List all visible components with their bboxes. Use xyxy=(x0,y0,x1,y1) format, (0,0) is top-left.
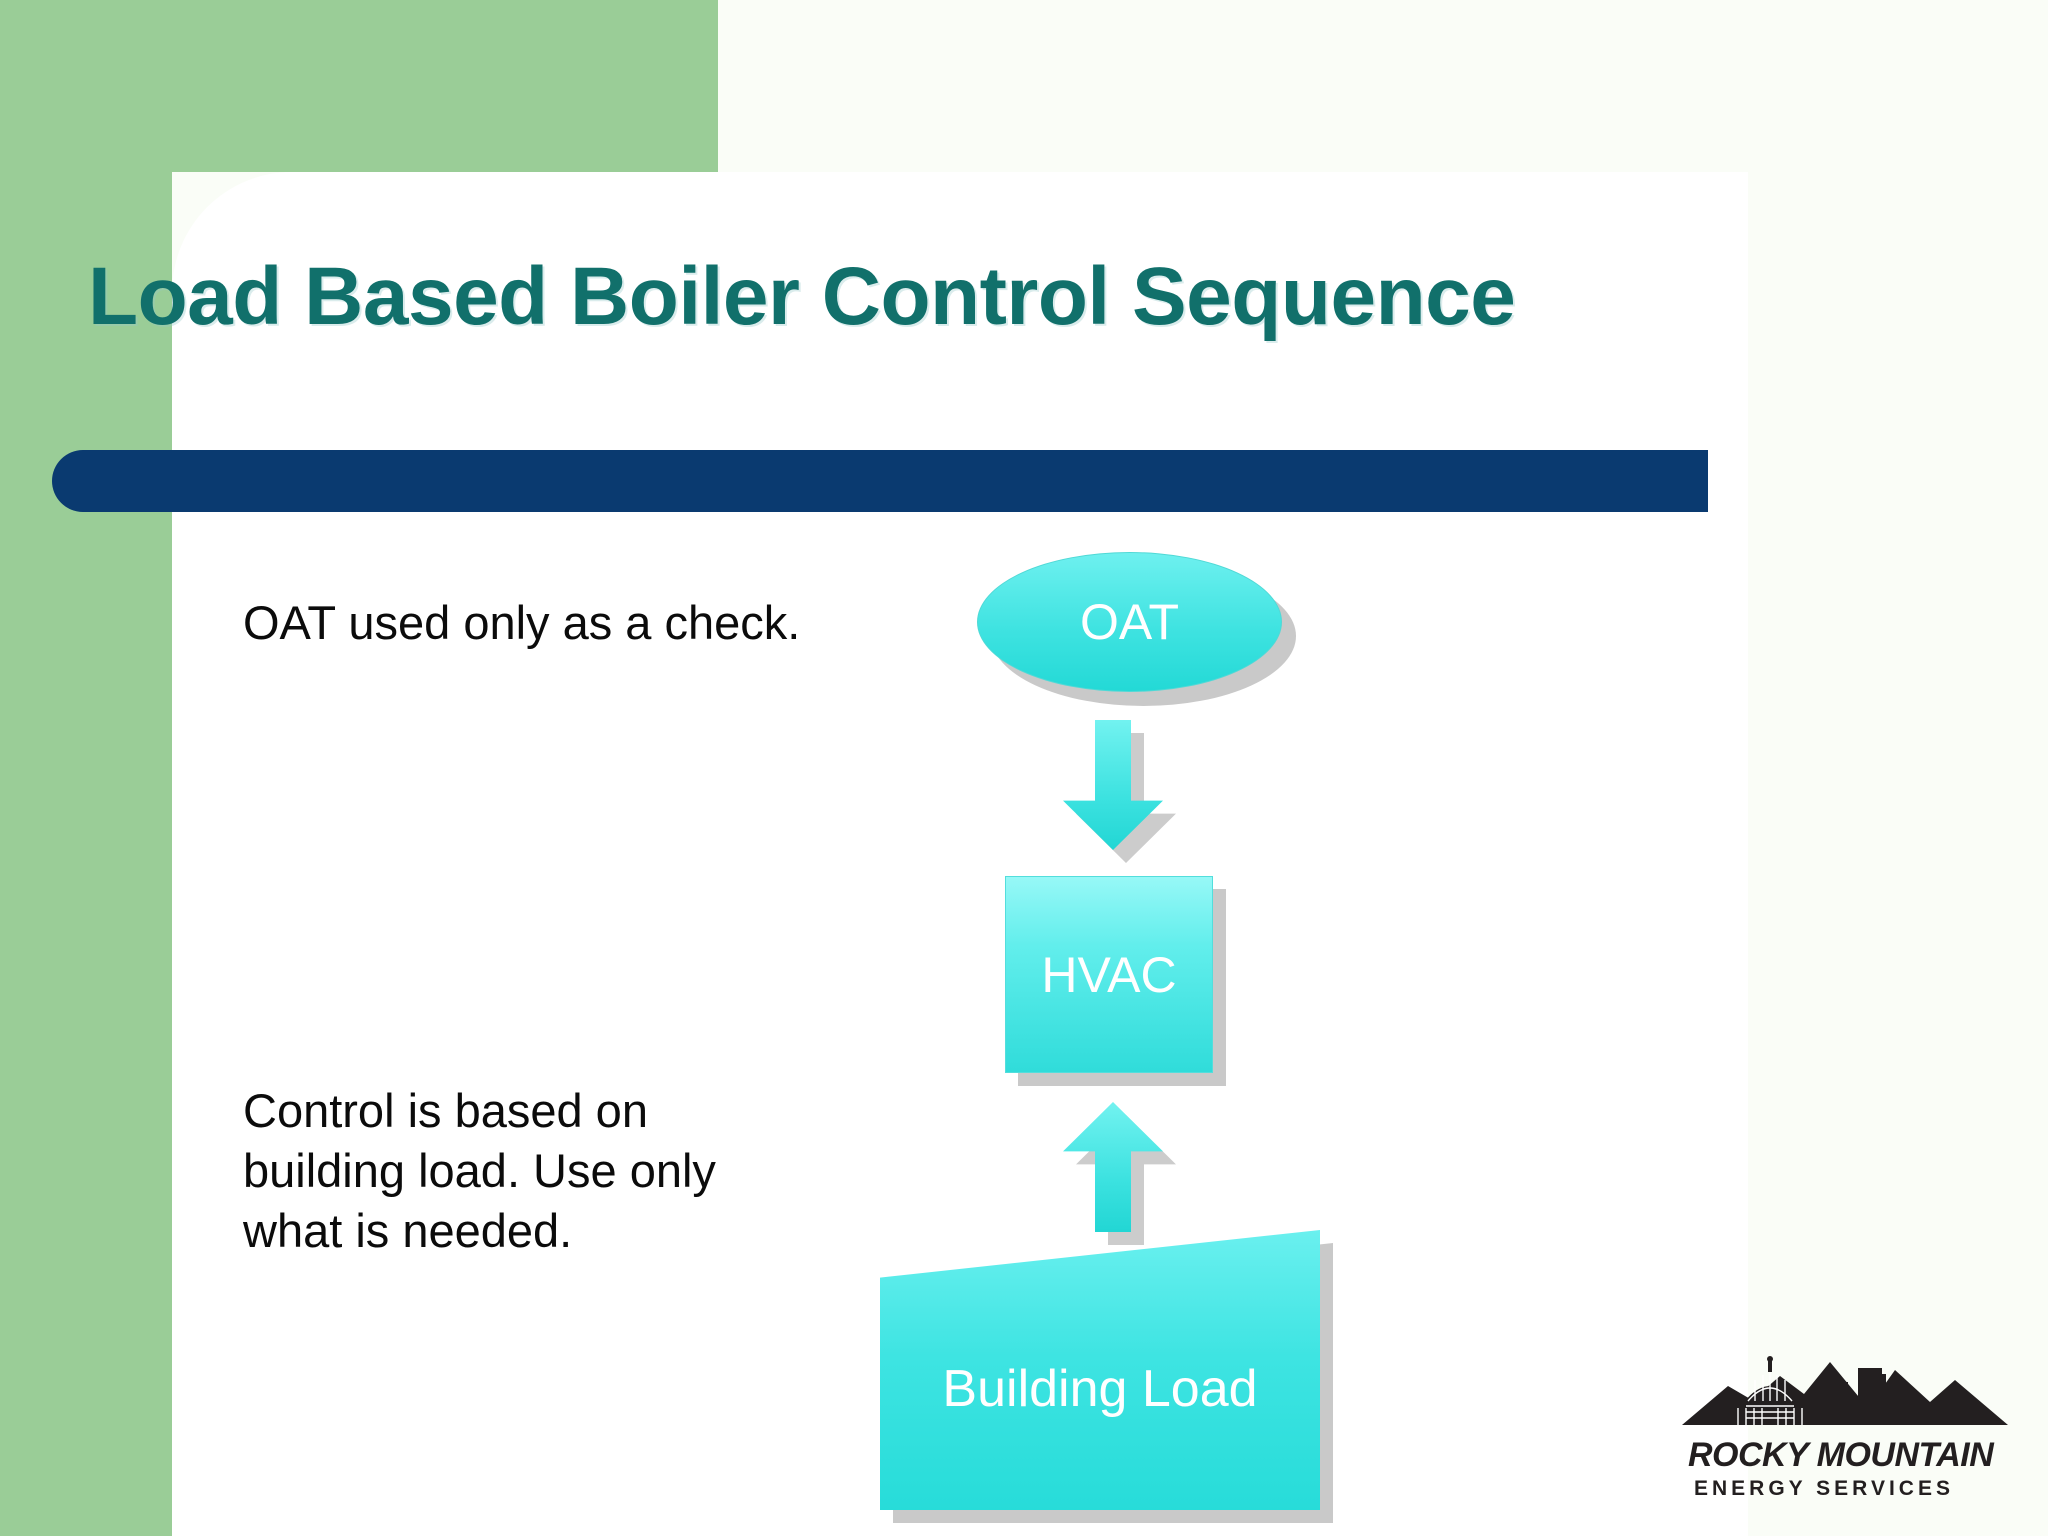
title-rule-bar xyxy=(52,450,1708,512)
diagram-node-hvac: HVAC xyxy=(1005,876,1226,1086)
city-towers xyxy=(1818,1368,1886,1425)
oat-ellipse: OAT xyxy=(977,552,1282,692)
logo-wordmark-primary: ROCKY MOUNTAIN xyxy=(1688,1436,1995,1474)
oat-note-text: OAT used only as a check. xyxy=(243,596,801,649)
diagram-node-oat: OAT xyxy=(977,552,1296,706)
page-title: Load Based Boiler Control Sequence xyxy=(88,251,1516,342)
rocky-mountain-logo: ROCKY MOUNTAIN ENERGY SERVICES xyxy=(1680,1350,2010,1510)
arrow-up-face xyxy=(1063,1102,1163,1232)
capitol-detail xyxy=(1737,1373,1803,1425)
building-load-trapezoid xyxy=(880,1230,1320,1510)
oat-label: OAT xyxy=(1079,594,1180,650)
arrow-down-icon xyxy=(1063,720,1176,863)
arrow-up-icon xyxy=(1063,1102,1176,1245)
hvac-label: HVAC xyxy=(1041,946,1177,1003)
flow-diagram: OAT HVAC Building Load xyxy=(880,540,1400,1530)
diagram-node-building-load: Building Load xyxy=(880,1230,1333,1523)
green-accent-strip xyxy=(0,0,172,1536)
control-note-text: Control is based on building load. Use o… xyxy=(243,1084,716,1258)
building-load-label-wrap: Building Load xyxy=(880,1230,1320,1510)
logo-wordmark-secondary: ENERGY SERVICES xyxy=(1694,1477,1954,1500)
building-load-label: Building Load xyxy=(942,1360,1258,1418)
hvac-rectangle: HVAC xyxy=(1005,876,1213,1073)
